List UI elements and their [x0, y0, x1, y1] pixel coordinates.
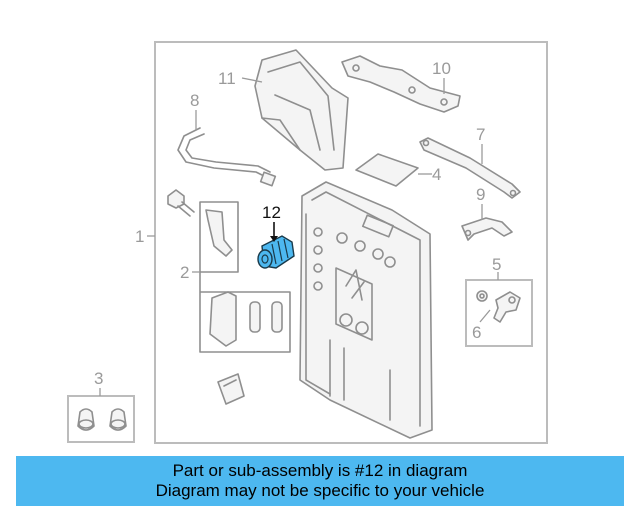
info-banner: Part or sub-assembly is #12 in diagram D… — [16, 456, 624, 506]
part-11-cover[interactable] — [241, 49, 349, 171]
callout-2[interactable]: 2 — [180, 263, 189, 282]
part-7-strap[interactable] — [419, 137, 521, 199]
callout-7[interactable]: 7 — [476, 125, 485, 144]
clip[interactable] — [217, 373, 245, 405]
callout-6[interactable]: 6 — [472, 323, 481, 342]
callout-4[interactable]: 4 — [432, 165, 441, 184]
callout-8[interactable]: 8 — [190, 91, 199, 110]
main-module[interactable] — [299, 181, 433, 439]
callout-5[interactable]: 5 — [492, 255, 501, 274]
part-8-rod[interactable] — [177, 110, 277, 187]
callout-3[interactable]: 3 — [94, 369, 103, 388]
part-3-grommets[interactable] — [67, 388, 135, 443]
banner-line-1: Part or sub-assembly is #12 in diagram — [172, 461, 468, 480]
callout-11[interactable]: 11 — [218, 69, 236, 88]
part-9-bracket[interactable] — [461, 204, 513, 241]
callout-12[interactable]: 12 — [262, 203, 281, 222]
module-ports — [313, 214, 396, 335]
callout-1[interactable]: 1 — [135, 227, 144, 246]
callout-9[interactable]: 9 — [476, 185, 485, 204]
part-12-connector[interactable] — [257, 222, 295, 269]
callout-10[interactable]: 10 — [432, 59, 451, 78]
banner-line-2: Diagram may not be specific to your vehi… — [155, 481, 485, 500]
part-10-bracket[interactable] — [341, 55, 461, 113]
part-4-pad[interactable] — [355, 153, 432, 187]
assembly-frame — [154, 41, 548, 444]
bolt[interactable] — [167, 189, 195, 217]
part-2-bracket-set[interactable] — [192, 201, 291, 353]
part-5-sensor-set[interactable] — [465, 272, 533, 347]
parts-diagram: 1 11 10 8 7 4 — [67, 41, 548, 444]
